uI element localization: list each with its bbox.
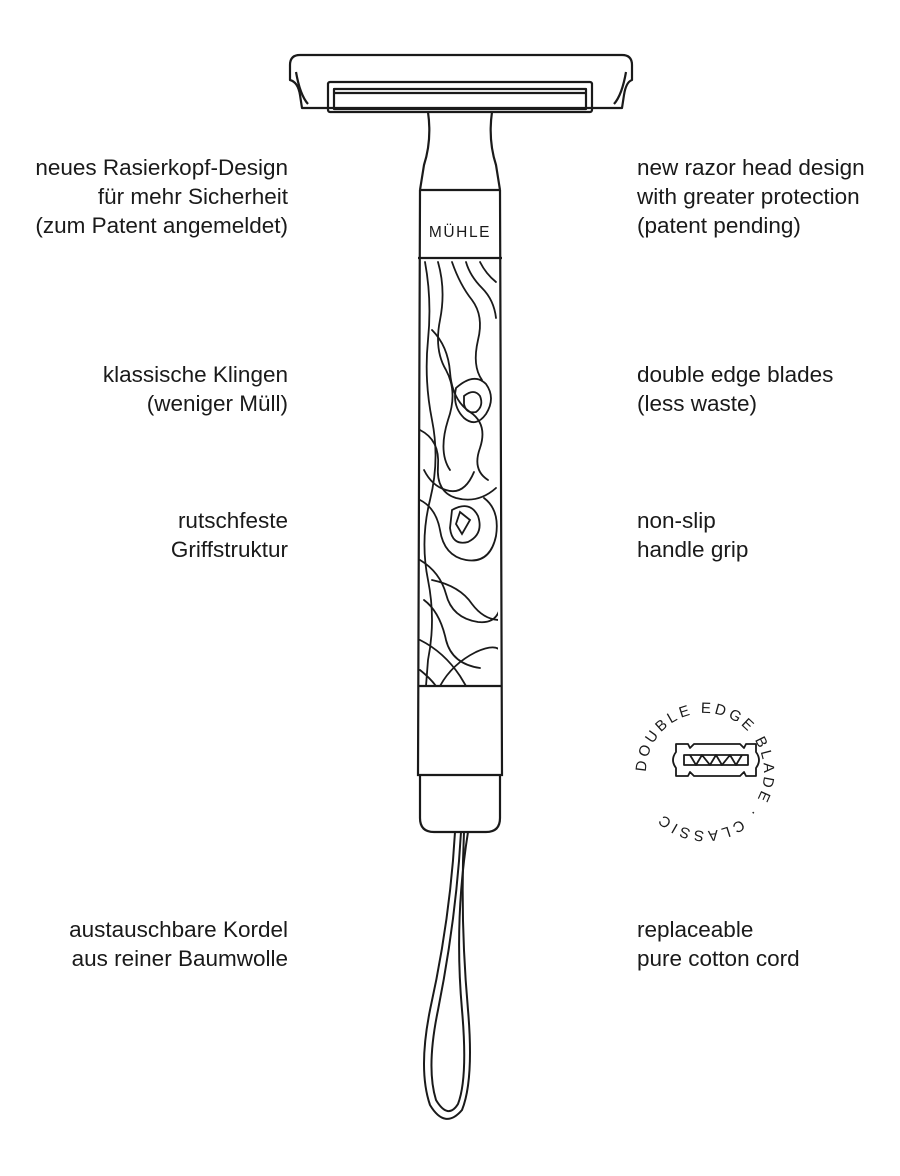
feature-en-blades-line: (less waste) [637, 391, 758, 416]
feature-en-razor-head-line: new razor head design [637, 155, 865, 180]
feature-de-cord-line: austauschbare Kordel [69, 917, 288, 942]
double-edge-blade-badge: DOUBLE EDGE BLADE · CLASSIC [633, 700, 774, 845]
feature-de-cord: austauschbare Kordel aus reiner Baumwoll… [69, 915, 288, 973]
feature-en-razor-head-line: with greater protection [637, 184, 860, 209]
feature-en-grip: non-slip handle grip [637, 506, 748, 564]
feature-de-razor-head-line: für mehr Sicherheit [97, 184, 288, 209]
feature-en-blades-line: double edge blades [637, 362, 834, 387]
feature-en-blades: double edge blades (less waste) [637, 360, 833, 418]
feature-de-grip-line: rutschfeste [177, 508, 288, 533]
feature-en-razor-head: new razor head design with greater prote… [637, 153, 865, 240]
feature-de-razor-head: neues Rasierkopf-Design für mehr Sicherh… [35, 153, 288, 240]
feature-de-cord-line: aus reiner Baumwolle [71, 946, 288, 971]
cotton-cord [423, 831, 471, 1120]
feature-de-razor-head-line: neues Rasierkopf-Design [35, 155, 288, 180]
feature-de-grip: rutschfeste Griffstruktur [171, 506, 288, 564]
brand-engraving: MÜHLE [429, 223, 491, 241]
feature-de-razor-head-line: (zum Patent angemeldet) [35, 213, 288, 238]
feature-en-cord-line: replaceable [637, 917, 754, 942]
feature-en-cord: replaceable pure cotton cord [637, 915, 800, 973]
feature-de-blades-line: klassische Klingen [102, 362, 288, 387]
razor-head [288, 53, 634, 114]
grip-texture [419, 261, 498, 686]
feature-de-blades-line: (weniger Müll) [146, 391, 288, 416]
feature-en-grip-line: handle grip [637, 537, 749, 562]
razor-neck [418, 111, 502, 192]
feature-en-grip-line: non-slip [637, 508, 716, 533]
feature-en-razor-head-line: (patent pending) [637, 213, 801, 238]
feature-de-blades: klassische Klingen (weniger Müll) [103, 360, 288, 418]
double-edge-blade-icon [672, 743, 760, 777]
feature-en-cord-line: pure cotton cord [637, 946, 800, 971]
feature-de-grip-line: Griffstruktur [170, 537, 288, 562]
